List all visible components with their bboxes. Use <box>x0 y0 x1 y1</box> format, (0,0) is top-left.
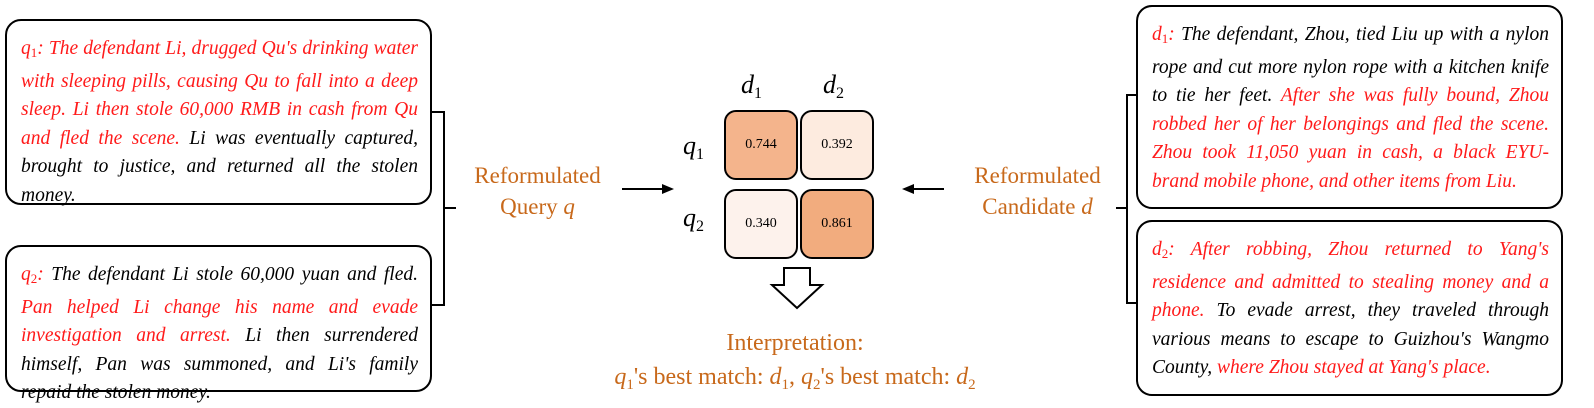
candidate-box-d2: d2: After robbing, Zhou returned to Yang… <box>1136 220 1563 396</box>
query-box-q1: q1: The defendant Li, drugged Qu's drink… <box>5 19 432 206</box>
matrix-cell-q2-d2: 0.861 <box>800 189 874 259</box>
d-label: d2: <box>1152 239 1191 261</box>
text-segment: After robbing, Zhou returned to Yang's r… <box>1152 239 1549 321</box>
col-label-d1: d1 <box>741 70 762 102</box>
interpretation-title: Interpretation: <box>726 330 864 356</box>
text-segment: where Zhou stayed at Yang's place. <box>1212 357 1491 378</box>
down-arrow <box>769 267 825 310</box>
text-segment: The defendant, Zhou, tied Liu up with a … <box>1152 24 1549 106</box>
query-arrow-head <box>662 184 674 194</box>
row-label-q2: q2 <box>683 203 704 235</box>
text-segment: Li then surrendered himself, Pan was sum… <box>21 325 418 403</box>
d-label: d1: <box>1152 24 1182 46</box>
text-segment: The defendant Li stole 60,000 yuan and f… <box>51 264 418 285</box>
candidate-box-d1: d1: The defendant, Zhou, tied Liu up wit… <box>1136 5 1563 209</box>
matrix-cell-q2-d1: 0.340 <box>724 189 798 259</box>
matrix-cell-q1-d2: 0.392 <box>800 110 874 180</box>
text-segment: Li was eventually captured, brought to j… <box>21 127 418 206</box>
text-segment: To evade arrest, they traveled through v… <box>1152 300 1549 378</box>
query-label-var: q <box>563 194 575 219</box>
cand-label-var: d <box>1081 194 1093 219</box>
text-segment: Pan helped Li change his name and evade … <box>21 296 418 347</box>
query-box-q2: q2: The defendant Li stole 60,000 yuan a… <box>5 245 432 403</box>
interpretation: Interpretation: q1's best match: d1, q2'… <box>540 326 1050 402</box>
text-segment: The defendant Li, drugged Qu's drinking … <box>21 38 418 149</box>
cand-label-line1: Reformulated <box>974 163 1101 188</box>
col-label-d2: d2 <box>823 70 844 102</box>
candidate-arrow-head <box>902 184 914 194</box>
interpretation-line: q1's best match: d1, q2's best match: d2 <box>614 364 976 393</box>
matrix-cell-q1-d1: 0.744 <box>724 110 798 180</box>
query-label-line2: Query <box>500 194 564 219</box>
reformulated-query-label: Reformulated Query q <box>455 160 620 222</box>
query-label-line1: Reformulated <box>474 163 601 188</box>
reformulated-candidate-label: Reformulated Candidate d <box>955 160 1120 222</box>
row-label-q1: q1 <box>683 131 704 163</box>
text-segment: After she was fully bound, Zhou robbed h… <box>1152 85 1549 192</box>
q-label: q2: <box>21 264 52 286</box>
q-label: q1: <box>21 38 49 60</box>
cand-label-line2: Candidate <box>982 194 1082 219</box>
left-bracket <box>432 111 456 306</box>
